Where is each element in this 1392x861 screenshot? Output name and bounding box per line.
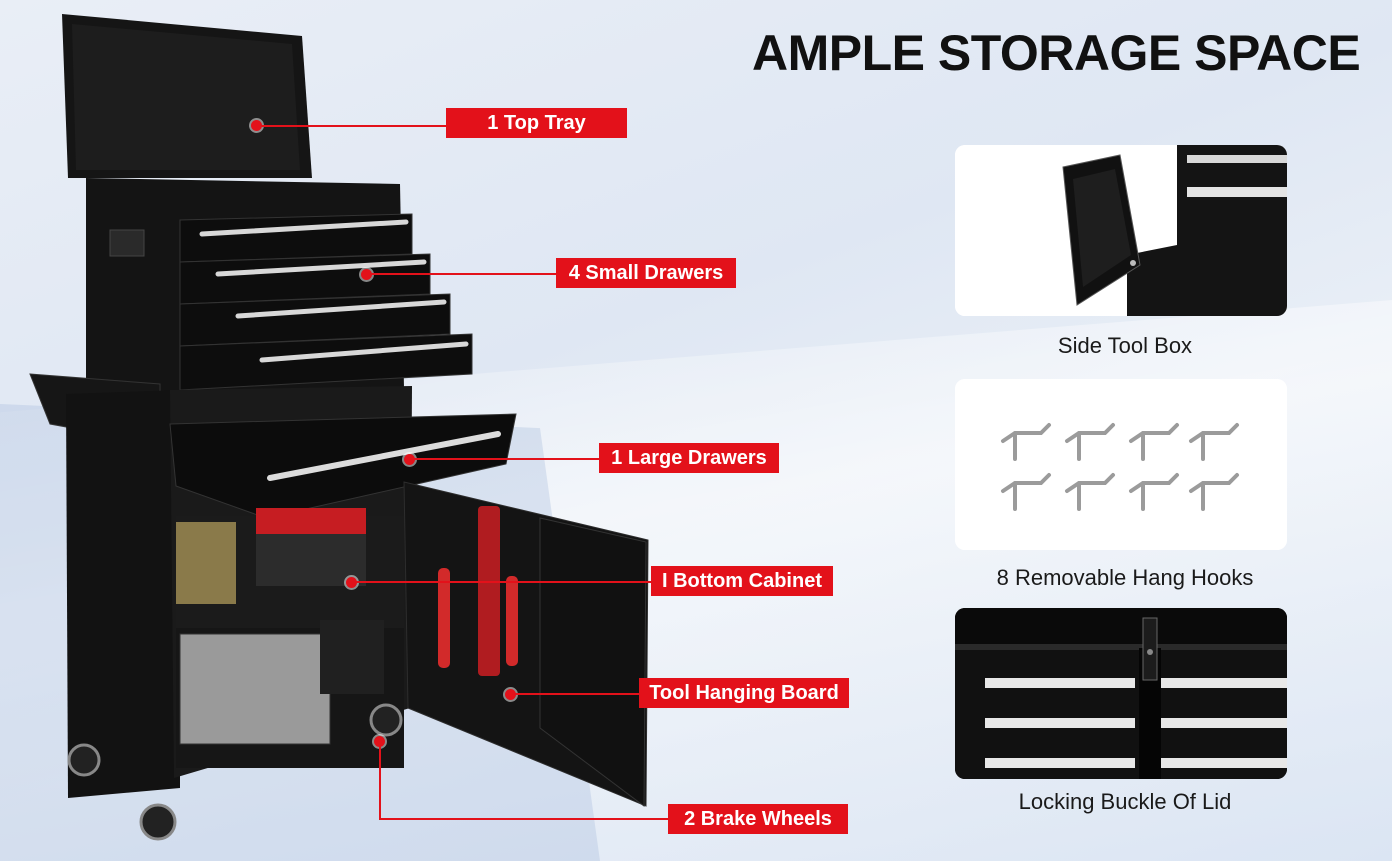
bottom-cabinet-dot — [346, 577, 357, 588]
brake-wheels-dot — [374, 736, 385, 747]
top-tray-leader — [257, 125, 447, 127]
hanging-board-label: Tool Hanging Board — [639, 678, 849, 708]
top-tray-dot — [251, 120, 262, 131]
tool-cabinet-illustration — [29, 14, 649, 841]
bottom-cabinet-leader — [352, 581, 652, 583]
large-drawer-dot — [404, 454, 415, 465]
hang-hooks-photo — [955, 379, 1287, 550]
brake-wheels-label: 2 Brake Wheels — [668, 804, 848, 834]
headline: AMPLE STORAGE SPACE — [752, 25, 1361, 81]
brake-wheels-leader-v — [379, 742, 381, 819]
hook-icons — [1001, 423, 1239, 511]
side-tool-box-photo — [955, 145, 1287, 316]
side-tool-box-caption: Side Tool Box — [1057, 333, 1193, 358]
hang-hooks-caption: 8 Removable Hang Hooks — [996, 565, 1254, 590]
bottom-cabinet-label: I Bottom Cabinet — [651, 566, 833, 596]
lid-buckle-caption: Locking Buckle Of Lid — [1018, 789, 1232, 814]
brake-wheels-leader-h — [379, 818, 669, 820]
hanging-board-dot — [505, 689, 516, 700]
large-drawer-leader — [410, 458, 600, 460]
small-drawers-leader — [367, 273, 557, 275]
small-drawers-dot — [361, 269, 372, 280]
lid-buckle-photo — [955, 608, 1287, 779]
small-drawers-label: 4 Small Drawers — [556, 258, 736, 288]
large-drawer-label: 1 Large Drawers — [599, 443, 779, 473]
hanging-board-leader — [511, 693, 641, 695]
top-tray-label: 1 Top Tray — [446, 108, 627, 138]
